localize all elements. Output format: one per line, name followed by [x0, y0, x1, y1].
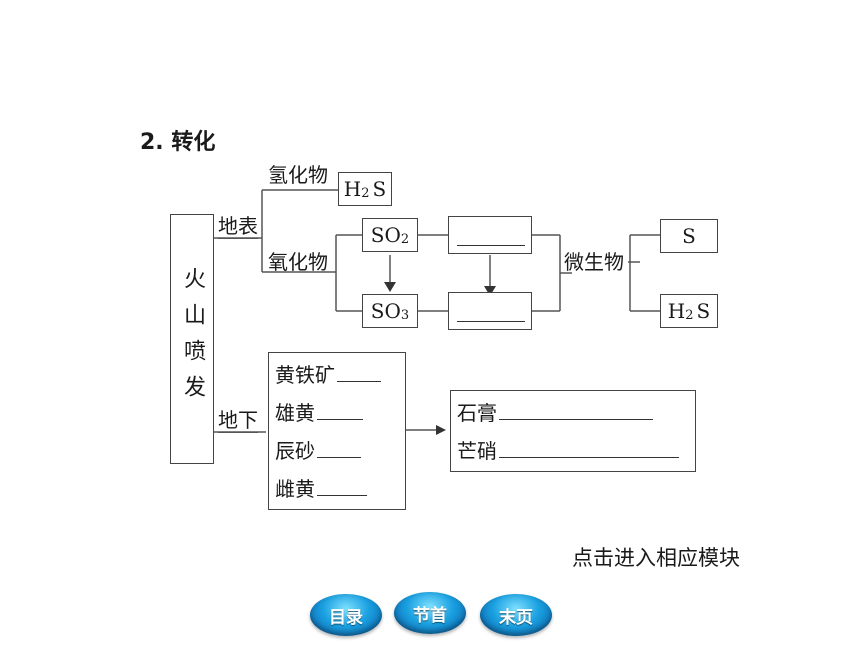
surface-label: 地表 — [218, 214, 258, 239]
mineral-label: 辰砂 — [275, 439, 315, 463]
mineral-label: 雄黄 — [275, 401, 315, 425]
volcano-label: 火山喷发 — [180, 267, 205, 411]
blank-box-upper[interactable] — [448, 216, 532, 254]
module-hint: 点击进入相应模块 — [572, 546, 740, 570]
mineral-blank[interactable] — [317, 419, 363, 420]
h2s-top-sub: 2 — [361, 185, 370, 201]
section-title: 2. 转化 — [140, 130, 216, 155]
mineral-item: 雄黄 — [275, 401, 363, 425]
product-item: 芒硝 — [457, 439, 679, 463]
mineral-blank[interactable] — [317, 495, 367, 496]
so3-sub: 3 — [400, 307, 410, 323]
h2s-right-s: S — [696, 299, 711, 323]
mineral-blank[interactable] — [337, 381, 381, 382]
mineral-item: 雌黄 — [275, 477, 367, 501]
s-box: S — [660, 219, 718, 253]
so3-base: SO — [370, 299, 401, 323]
mineral-blank[interactable] — [317, 457, 361, 458]
oxide-label: 氧化物 — [268, 250, 328, 274]
blank-box-lower[interactable] — [448, 292, 532, 330]
products-box: 石膏 芒硝 — [450, 390, 696, 472]
mineral-item: 黄铁矿 — [275, 363, 381, 387]
so2-sub: 2 — [400, 231, 410, 247]
h2s-right-sub: 2 — [685, 307, 694, 323]
s-label: S — [682, 224, 696, 248]
underground-label: 地下 — [218, 408, 258, 433]
mineral-label: 黄铁矿 — [275, 363, 335, 387]
product-item: 石膏 — [457, 401, 653, 425]
product-blank[interactable] — [499, 457, 679, 458]
mineral-label: 雌黄 — [275, 477, 315, 501]
last-page-button[interactable]: 末页 — [480, 594, 552, 636]
product-blank[interactable] — [499, 419, 653, 420]
product-label: 石膏 — [457, 401, 497, 425]
h2s-right-h: H — [667, 299, 686, 323]
contents-button[interactable]: 目录 — [310, 594, 382, 636]
h2s-top-s: S — [372, 177, 387, 201]
volcano-box: 火山喷发 — [170, 214, 214, 464]
blank-line-upper — [457, 245, 525, 246]
minerals-box: 黄铁矿 雄黄 辰砂 雌黄 — [268, 352, 406, 510]
blank-line-lower — [457, 321, 525, 322]
section-start-button[interactable]: 节首 — [394, 592, 466, 634]
mineral-item: 辰砂 — [275, 439, 361, 463]
so2-base: SO — [370, 223, 401, 247]
product-label: 芒硝 — [457, 439, 497, 463]
microbe-label: 微生物 — [564, 250, 624, 274]
h2s-top-h: H — [343, 177, 362, 201]
hydride-label: 氢化物 — [268, 163, 328, 187]
